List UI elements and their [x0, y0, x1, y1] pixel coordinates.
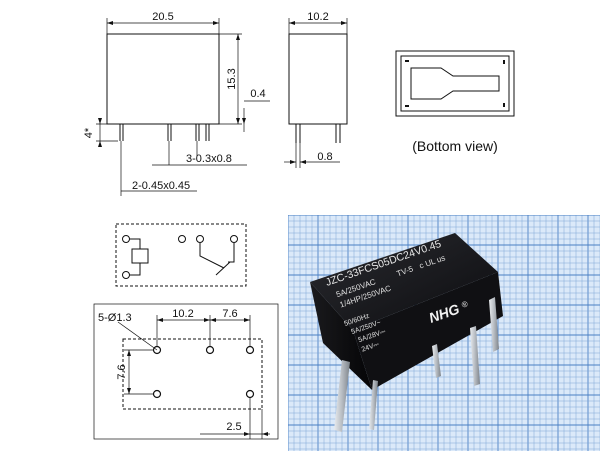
bottom-view-inner — [400, 55, 510, 112]
pcb-holes-label: 5-Ø1.3 — [98, 312, 132, 324]
pcb-footprint-outline — [122, 338, 263, 410]
relay-pin — [470, 326, 480, 386]
pcb-dim-d-label: 2.5 — [226, 421, 241, 433]
relay-schematic — [115, 223, 247, 287]
length-label: 20.5 — [152, 11, 173, 23]
switch-arm — [199, 243, 225, 269]
pcb-hole — [245, 345, 255, 355]
pin-spacing-label: 0.8 — [317, 151, 332, 163]
pcb-hole — [205, 345, 215, 355]
width-label: 10.2 — [307, 11, 328, 23]
relay-pin — [369, 380, 378, 430]
schematic-outline — [115, 223, 247, 287]
large-pins-label: 2-0.45x0.45 — [132, 180, 190, 192]
pcb-hole — [152, 389, 162, 399]
coil-symbol — [131, 248, 149, 264]
pcb-frame — [93, 303, 279, 440]
relay-top-face — [310, 233, 498, 330]
pin-length-label: 4* — [83, 127, 95, 138]
pcb-layout: 5-Ø1.3 10.2 7.6 7.6 2.5 — [93, 303, 279, 440]
relay-side-face — [353, 272, 503, 390]
bottom-view-outer — [395, 50, 515, 117]
relay-photo: JZC-33FCS05DC24V0.45 5A/250VAC TV-5 1/4H… — [288, 215, 600, 451]
bottom-view-cavity — [410, 67, 500, 100]
brand-registered-mark: ® — [461, 299, 470, 309]
pcb-dim-c-label: 7.6 — [116, 364, 128, 379]
side-view: 10.2 0.8 — [284, 11, 348, 168]
relay-front-face — [310, 282, 372, 390]
relay-pin — [334, 360, 350, 432]
pcb-dim-a-label: 10.2 — [172, 308, 193, 320]
small-pins-label: 3-0.3x0.8 — [186, 153, 232, 165]
relay-pin — [489, 297, 499, 352]
front-view: 20.5 15.3 0.4 4* 3-0.3x0.8 2-0.45x0.45 — [83, 11, 270, 196]
pin-offset-label: 0.4 — [250, 88, 265, 100]
height-label: 15.3 — [226, 68, 238, 89]
front-view-body — [106, 33, 220, 125]
side-view-body — [288, 33, 348, 125]
bottom-view-caption: (Bottom view) — [412, 138, 498, 154]
relay-pin — [432, 344, 441, 378]
pcb-hole — [245, 389, 255, 399]
pcb-dim-b-label: 7.6 — [222, 308, 237, 320]
bottom-view: (Bottom view) — [395, 50, 515, 154]
